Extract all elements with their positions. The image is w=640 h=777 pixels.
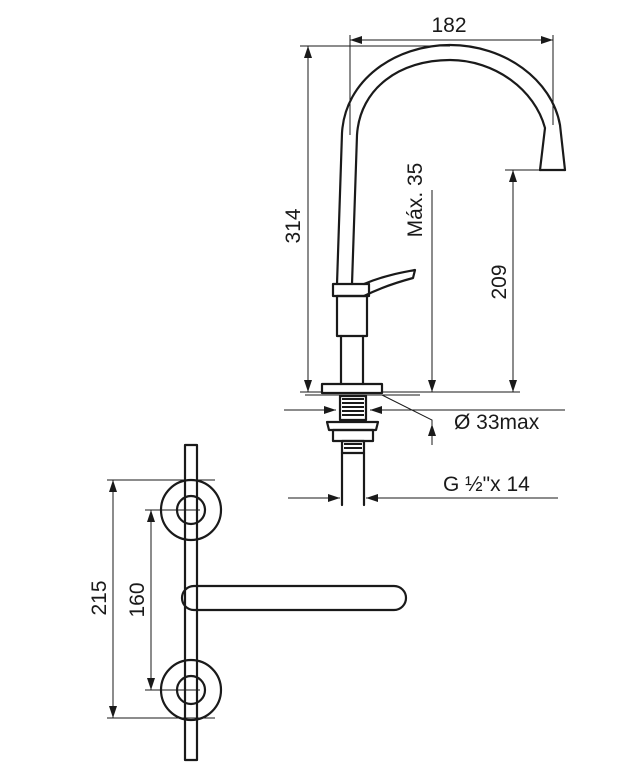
handle-vertical-bar: [183, 443, 199, 762]
supply-pipe: [340, 451, 366, 507]
spout-inner: [350, 58, 547, 286]
dim-handle-center-inner: 160: [126, 509, 200, 691]
dim-label-handle-center-outer: 215: [88, 580, 111, 615]
dim-max-deck-thickness: Máx. 35: [381, 163, 436, 445]
faucet-side-view: [305, 43, 567, 507]
lever-handle: [362, 268, 417, 298]
dim-label-spout-height: 209: [488, 264, 511, 299]
connection-thread-lines: [344, 443, 362, 449]
dim-label-spout-reach: 182: [431, 14, 466, 37]
valve-collar: [331, 282, 371, 298]
dim-label-total-height: 314: [282, 208, 305, 243]
fixing-washer: [325, 420, 380, 432]
dim-total-height: 314: [282, 45, 450, 393]
dim-handle-center-outer: 215: [88, 479, 215, 719]
dim-spout-reach: 182: [349, 14, 554, 135]
dim-label-handle-center-inner: 160: [126, 582, 149, 617]
threaded-shank: [338, 394, 368, 422]
thread-lines: [342, 398, 364, 416]
valve-body: [335, 294, 369, 338]
dim-label-connection-thread: G ½"x 14: [443, 473, 530, 496]
handle-top-view: [159, 443, 408, 762]
dim-hole-diameter: Ø 33max: [284, 406, 565, 434]
dimensions-side: 182 314 Máx. 35 209: [282, 14, 565, 505]
lower-column: [339, 334, 365, 386]
base-flange: [320, 382, 384, 395]
handle-horizontal-bar: [180, 584, 408, 612]
dim-label-hole-diameter: Ø 33max: [454, 411, 540, 434]
dim-label-max-deck-thickness: Máx. 35: [404, 163, 427, 238]
spout-outer: [335, 43, 567, 286]
dim-connection-thread: G ½"x 14: [288, 455, 558, 505]
fixing-nut: [331, 428, 375, 443]
connection-thread: [340, 439, 366, 455]
dimensions-top: 215 160: [88, 479, 215, 719]
dim-spout-height: 209: [382, 169, 540, 393]
